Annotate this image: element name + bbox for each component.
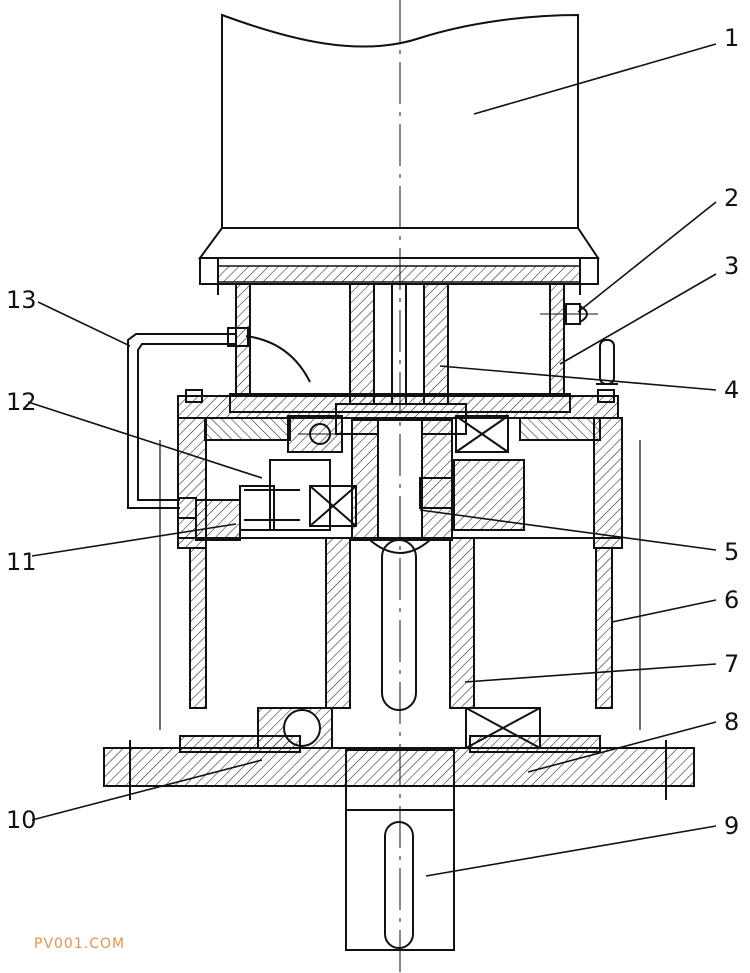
centerline: [298, 0, 401, 973]
callout-13: 13: [6, 286, 37, 314]
motor-body: [198, 13, 600, 295]
lifting-eye: [596, 339, 618, 385]
leader-lines: [27, 43, 717, 877]
callout-labels: 1 2 3 4 5 6 7 8 9 10 11 12 13: [6, 24, 739, 840]
bolt-2: [540, 303, 598, 325]
callout-11: 11: [6, 548, 37, 576]
callout-4: 4: [724, 376, 739, 404]
output-sleeve: [325, 537, 475, 711]
oil-pipe: [127, 327, 311, 519]
callout-2: 2: [724, 184, 739, 212]
callout-3: 3: [724, 252, 739, 280]
coupling: [349, 283, 449, 405]
callout-10: 10: [6, 806, 37, 834]
gear-assembly: [204, 403, 601, 554]
callout-12: 12: [6, 388, 37, 416]
callout-1: 1: [724, 24, 739, 52]
callout-7: 7: [724, 650, 739, 678]
callout-8: 8: [724, 708, 739, 736]
callout-6: 6: [724, 586, 739, 614]
base-flange: [103, 735, 695, 800]
housing-top: [177, 389, 619, 419]
oil-pump: [195, 489, 300, 541]
callout-5: 5: [724, 538, 739, 566]
callout-9: 9: [724, 812, 739, 840]
watermark: PV001.COM: [34, 936, 126, 952]
